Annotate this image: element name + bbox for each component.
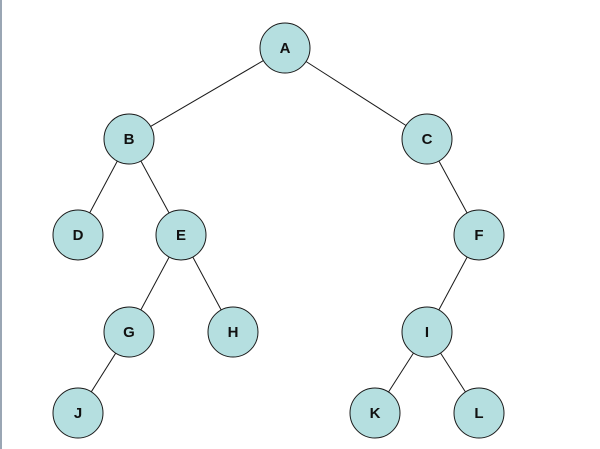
node-d: D — [52, 209, 104, 261]
edge-e-h — [192, 256, 222, 311]
node-label: D — [73, 227, 84, 244]
node-f: F — [453, 209, 505, 261]
edge-g-j — [90, 352, 117, 393]
node-label: G — [123, 324, 135, 341]
edge-f-i — [438, 256, 468, 311]
node-label: H — [228, 324, 239, 341]
node-circle — [52, 387, 104, 439]
node-g: G — [103, 306, 155, 358]
node-circle — [103, 306, 155, 358]
node-l: L — [453, 387, 505, 439]
node-circle — [103, 113, 155, 165]
node-circle — [453, 209, 505, 261]
node-circle — [401, 113, 453, 165]
edge-b-e — [140, 160, 170, 214]
node-label: E — [176, 227, 186, 244]
node-circle — [207, 306, 259, 358]
node-label: L — [474, 405, 483, 422]
edge-i-l — [440, 352, 466, 393]
edge-e-g — [140, 256, 170, 311]
node-e: E — [155, 209, 207, 261]
node-label: I — [425, 324, 429, 341]
edge-i-k — [388, 352, 414, 393]
node-circle — [401, 306, 453, 358]
edge-c-f — [438, 160, 468, 214]
node-circle — [259, 22, 311, 74]
edge-a-c — [305, 61, 407, 126]
node-b: B — [103, 113, 155, 165]
node-circle — [349, 387, 401, 439]
edges-layer — [89, 60, 468, 393]
node-label: B — [124, 131, 135, 148]
node-j: J — [52, 387, 104, 439]
node-label: K — [370, 405, 381, 422]
nodes-layer: A B C D E F G H I J K L — [52, 22, 505, 439]
node-k: K — [349, 387, 401, 439]
node-label: J — [74, 405, 82, 422]
node-a: A — [259, 22, 311, 74]
edge-a-b — [150, 60, 264, 127]
node-circle — [453, 387, 505, 439]
node-circle — [155, 209, 207, 261]
node-circle — [52, 209, 104, 261]
node-h: H — [207, 306, 259, 358]
edge-b-d — [89, 160, 118, 214]
node-label: A — [280, 40, 291, 57]
node-i: I — [401, 306, 453, 358]
node-label: C — [422, 131, 433, 148]
node-c: C — [401, 113, 453, 165]
node-label: F — [474, 227, 483, 244]
left-border — [0, 0, 2, 449]
